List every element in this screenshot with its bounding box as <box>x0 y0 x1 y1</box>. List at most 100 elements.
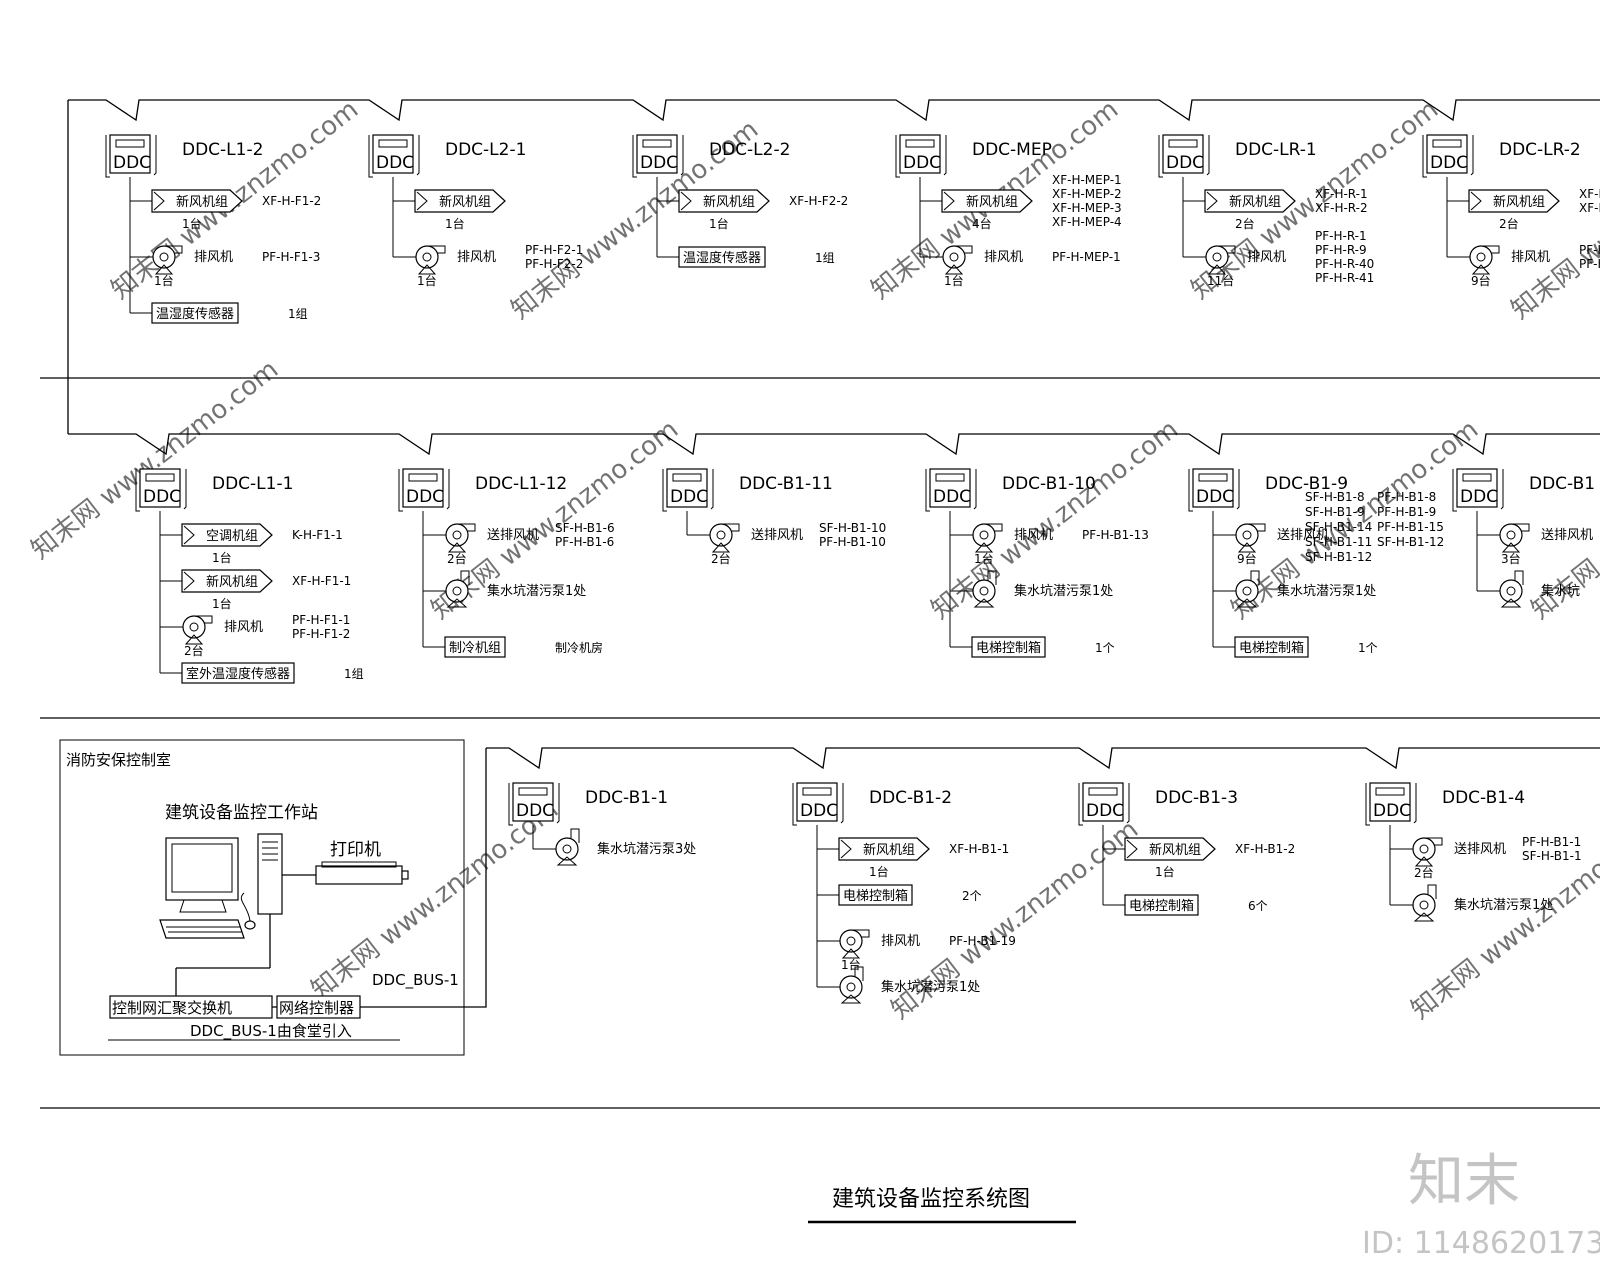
ddc-cabinet[interactable] <box>666 468 708 508</box>
ddc-cabinet[interactable] <box>636 134 678 174</box>
device-box[interactable] <box>838 884 913 906</box>
ddc-cabinet[interactable] <box>796 782 838 822</box>
ddc-text: DDC <box>1430 153 1468 173</box>
device-box[interactable] <box>971 636 1046 658</box>
ddc-bracket <box>1500 469 1504 510</box>
device-tag: PF-H-B1-15 <box>1377 520 1444 534</box>
ddc-cabinet[interactable] <box>512 782 554 822</box>
device-box[interactable] <box>678 246 766 268</box>
pump-icon[interactable] <box>1412 893 1436 917</box>
device-label: 送排风机 <box>487 528 539 543</box>
fan-hub <box>979 530 989 540</box>
device-label: 送排风机 <box>1541 528 1593 543</box>
fan-outlet <box>194 615 213 624</box>
computer-tower-icon[interactable] <box>257 833 283 915</box>
device-count: 1个 <box>1095 641 1115 655</box>
controller-ddc-b1-4: DDCDDC-B1-4送排风机2台PF-H-B1-1SF-H-B1-1集水坑潜污… <box>1365 782 1582 922</box>
device-count: 1组 <box>344 667 364 681</box>
air-handler-icon[interactable] <box>941 189 1033 213</box>
workstation-label: 建筑设备监控工作站 <box>165 803 318 823</box>
controller-ddc-lr-1: DDCDDC-LR-1新风机组2台XF-H-R-1XF-H-R-2排风机11台P… <box>1158 134 1374 288</box>
controller-id: DDC-B1-4 <box>1442 788 1525 808</box>
ddc-cabinet[interactable] <box>1082 782 1124 822</box>
ddc-cabinet[interactable] <box>1369 782 1411 822</box>
ddc-display <box>1375 787 1405 796</box>
pump-icon[interactable] <box>445 579 469 603</box>
printer-icon[interactable] <box>315 861 409 885</box>
ddc-display <box>408 473 438 482</box>
pump-icon[interactable] <box>839 975 863 999</box>
fan-outlet <box>1217 245 1236 254</box>
ddc-text: DDC <box>933 487 971 507</box>
device-pump: 集水坑潜污泵1处 <box>1390 884 1553 922</box>
air-handler-icon[interactable] <box>151 189 243 213</box>
ddc-cabinet[interactable] <box>1426 134 1468 174</box>
air-handler-icon[interactable] <box>1204 189 1296 213</box>
device-label: 集水坑潜污泵1处 <box>487 583 586 599</box>
device-box[interactable] <box>1124 894 1199 916</box>
ddc-bracket <box>925 469 930 512</box>
pump-icon[interactable] <box>1499 579 1523 603</box>
ddc-cabinet[interactable] <box>139 468 181 508</box>
air-handler-inlet <box>153 191 165 211</box>
device-count: 9台 <box>1237 551 1257 566</box>
air-handler-icon[interactable] <box>678 189 770 213</box>
device-tag: XF-H-B1-2 <box>1235 842 1295 856</box>
device-box[interactable] <box>444 636 506 658</box>
pump-icon[interactable] <box>555 837 579 861</box>
ddc-bracket <box>1188 469 1193 512</box>
fan-base <box>447 542 467 553</box>
device-count: 4台 <box>972 216 992 231</box>
device-box[interactable] <box>151 302 239 324</box>
device-tag: SF-H-B1-8 <box>1305 490 1365 504</box>
device-tag: PF-H-F1-1 <box>292 613 350 627</box>
device-box: 制冷机组制冷机房 <box>423 636 603 658</box>
pump-hub <box>846 982 856 992</box>
ddc-cabinet[interactable] <box>1456 468 1498 508</box>
fan-base <box>1237 542 1257 553</box>
pump-icon[interactable] <box>1235 579 1259 603</box>
device-tag: XF-H-MEP-1 <box>1052 173 1122 187</box>
monitor-icon[interactable] <box>165 837 239 913</box>
device-count: 1台 <box>841 957 861 972</box>
pump-icon[interactable] <box>972 579 996 603</box>
fan-base <box>417 264 437 275</box>
pump-outlet <box>1250 570 1260 585</box>
ddc-cabinet[interactable] <box>899 134 941 174</box>
air-handler-icon[interactable] <box>838 837 930 861</box>
ddc-cabinet[interactable] <box>109 134 151 174</box>
air-handler-icon[interactable] <box>1468 189 1560 213</box>
controller-id: DDC-L1-2 <box>182 140 263 160</box>
ddc-bus-lines <box>67 99 1600 1008</box>
device-tag: XF-H-B1-1 <box>949 842 1009 856</box>
air-handler-icon[interactable] <box>414 189 506 213</box>
device-label: 空调机组 <box>206 529 258 544</box>
pump-outlet <box>460 570 470 585</box>
ddc-bracket <box>1470 135 1474 176</box>
device-box[interactable] <box>1234 636 1309 658</box>
ddc-cabinet[interactable] <box>402 468 444 508</box>
device-box[interactable] <box>181 662 295 684</box>
ddc-cabinet[interactable] <box>929 468 971 508</box>
device-tag: PF-H-F <box>1579 257 1600 271</box>
ddc-cabinet[interactable] <box>1162 134 1204 174</box>
ddc-bracket <box>1126 783 1130 824</box>
device-count: 11台 <box>1207 273 1234 288</box>
ddc-cabinet[interactable] <box>1192 468 1234 508</box>
controller-id: DDC-B1 <box>1529 474 1595 494</box>
air-handler-icon[interactable] <box>181 523 273 547</box>
air-handler-icon[interactable] <box>181 569 273 593</box>
air-handler-icon[interactable] <box>1124 837 1216 861</box>
ddc-bracket <box>792 783 797 826</box>
device-count: 1组 <box>288 307 308 321</box>
device-tag: PF-H-R-41 <box>1315 271 1374 285</box>
ddc-cabinet[interactable] <box>372 134 414 174</box>
fan-hub <box>1506 530 1516 540</box>
